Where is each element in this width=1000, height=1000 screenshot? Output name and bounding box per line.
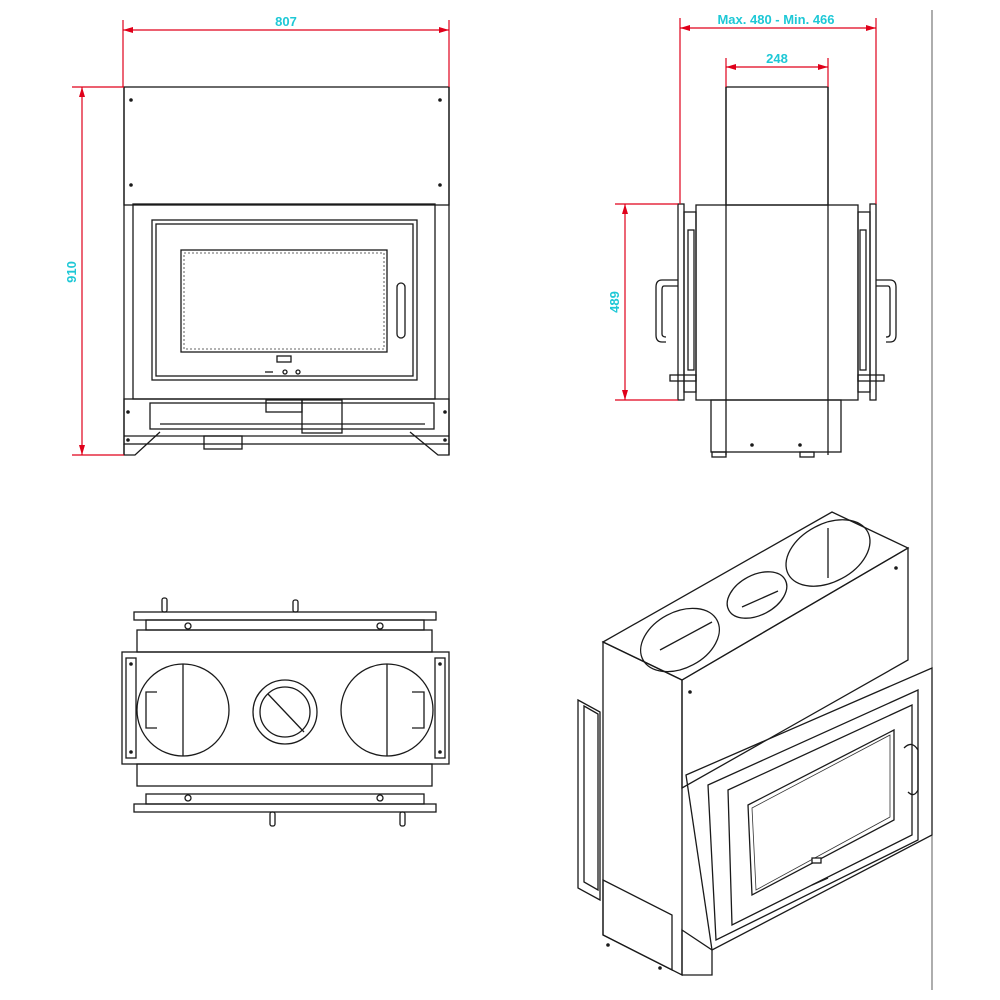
side-flue-width-label: 248 — [766, 51, 788, 66]
front-width-label: 807 — [275, 14, 297, 29]
front-height-label: 910 — [64, 261, 79, 283]
side-depth-label: Max. 480 - Min. 466 — [717, 12, 834, 27]
side-door-height-label: 489 — [607, 291, 622, 313]
isometric-view — [577, 511, 933, 977]
dimension-side-door-height — [615, 203, 678, 401]
dimension-side-flue-width — [725, 58, 829, 87]
side-view — [655, 86, 897, 458]
front-view — [123, 86, 450, 456]
dimension-front-width — [122, 20, 450, 87]
dimension-side-depth — [679, 18, 877, 204]
top-view — [121, 597, 450, 827]
dimension-front-height — [72, 86, 124, 456]
